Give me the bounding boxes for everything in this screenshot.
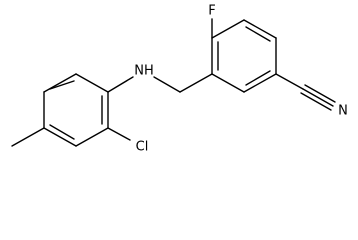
bond-methyl: [11, 127, 45, 147]
bond-double: [49, 80, 75, 90]
bond: [43, 127, 77, 147]
bond-double: [49, 124, 75, 140]
bond: [211, 19, 245, 39]
bond-c-cl: [107, 127, 131, 141]
amine-label: NH: [134, 64, 154, 79]
bond: [75, 127, 109, 147]
nitrile-nitrogen-label: N: [338, 104, 348, 119]
chlorine-label: Cl: [136, 140, 149, 155]
right-ring: [211, 19, 277, 93]
bond-double: [245, 70, 271, 86]
bond-triple: [300, 92, 332, 111]
bond: [43, 73, 77, 93]
bond-c-cn: [275, 73, 304, 90]
bond-triple: [304, 84, 336, 103]
bond: [75, 73, 109, 93]
bond: [243, 73, 277, 93]
bond-triple: [302, 88, 334, 107]
left-ring: [43, 73, 109, 147]
bond-double: [245, 26, 271, 42]
bond: [243, 19, 277, 39]
structure-diagram: F N NH Cl: [11, 4, 348, 155]
bond-ch2-n: [153, 76, 181, 93]
bond-ring-ch2: [179, 73, 213, 93]
fluorine-label: F: [208, 4, 215, 19]
bond: [211, 73, 245, 93]
bond-n-ring: [107, 76, 134, 93]
